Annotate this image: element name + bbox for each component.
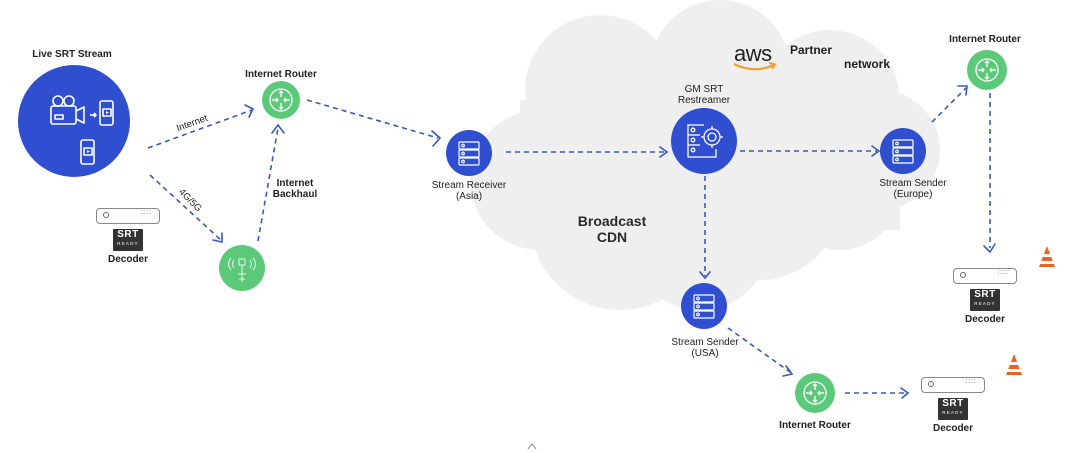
stream-receiver-label: Stream Receiver (Asia)	[432, 180, 506, 202]
aws-smile-icon	[733, 62, 777, 71]
label-line2: (Asia)	[455, 191, 483, 202]
srt-ready-badge: SRT READY	[938, 398, 968, 420]
router-usa-label: Internet Router	[779, 420, 851, 431]
arrowhead	[983, 243, 996, 254]
sender-usa-label: Stream Sender (USA)	[671, 337, 738, 359]
server-icon	[892, 139, 914, 164]
decoder-label: Decoder	[964, 314, 1005, 325]
decoder-label: Decoder	[107, 254, 148, 265]
sender-europe-node[interactable]	[880, 128, 926, 174]
restreamer-label: GM SRT Restreamer	[678, 84, 730, 106]
router-icon	[975, 58, 999, 82]
aws-partner-text: Partner	[790, 43, 833, 57]
edge-stream-to-router	[147, 109, 253, 149]
label-line2: (USA)	[691, 348, 719, 359]
edge-tower-to-router	[257, 127, 279, 242]
edge-stream-to-tower	[149, 174, 223, 242]
edge-router-to-receiver	[306, 99, 439, 139]
router-europe-label: Internet Router	[949, 34, 1021, 45]
decoder-usa[interactable]: :::: SRT READY Decoder	[918, 377, 988, 434]
cell-tower-icon	[228, 257, 256, 282]
aws-logo-text: aws	[734, 41, 772, 66]
edge-usa-to-router	[727, 327, 791, 373]
arrowhead	[212, 232, 223, 243]
decoder-device-icon: ::::	[96, 208, 160, 224]
decoder-left[interactable]: :::: SRT READY Decoder	[93, 208, 163, 265]
stream-receiver-node[interactable]	[446, 130, 492, 176]
decoder-device-icon: ::::	[921, 377, 985, 393]
backhaul-line2: Backhaul	[272, 189, 318, 200]
server-gear-icon	[687, 124, 723, 158]
scroll-up-caret-icon[interactable]	[527, 441, 537, 451]
decoder-europe[interactable]: :::: SRT READY Decoder	[950, 268, 1020, 325]
arrowhead	[699, 271, 711, 280]
backhaul-line1: Internet	[276, 178, 314, 189]
cell-tower-node[interactable]	[219, 245, 265, 291]
decoder-label: Decoder	[932, 423, 973, 434]
live-stream-node[interactable]	[18, 65, 130, 177]
cdn-title: Broadcast CDN	[578, 213, 646, 245]
arrowhead	[900, 387, 910, 399]
arrowhead	[244, 104, 255, 118]
srt-ready-badge: SRT READY	[970, 289, 1000, 311]
router-1-label: Internet Router	[245, 69, 317, 80]
arrowhead	[782, 365, 794, 377]
sender-usa-node[interactable]	[681, 283, 727, 329]
aws-network-text: network	[844, 57, 891, 71]
router-icon	[269, 88, 293, 112]
badge-srt: SRT	[942, 398, 964, 409]
badge-ready: READY	[974, 301, 996, 306]
router-icon	[803, 381, 827, 405]
label-line1: Stream Receiver	[431, 180, 507, 191]
edge-label-backhaul: Internet Backhaul	[273, 178, 317, 200]
arrowhead	[271, 123, 285, 134]
camera-to-phone-icon	[50, 95, 114, 165]
badge-srt: SRT	[974, 289, 996, 300]
label-line1: Stream Sender	[671, 337, 739, 348]
badge-ready: READY	[117, 241, 139, 246]
arrowhead	[431, 130, 442, 147]
vlc-cone-icon	[1039, 246, 1055, 267]
arrowhead	[659, 146, 669, 158]
label-line2: Restreamer	[677, 95, 731, 106]
decoder-device-icon: ::::	[953, 268, 1017, 284]
badge-srt: SRT	[117, 229, 139, 240]
label-line1: GM SRT	[684, 84, 724, 95]
server-icon	[693, 294, 715, 319]
cdn-title-line1: Broadcast	[577, 213, 647, 229]
cdn-title-line2: CDN	[596, 229, 628, 245]
server-icon	[458, 141, 480, 166]
vlc-cone-icon	[1006, 354, 1022, 375]
arrowhead	[957, 85, 968, 96]
router-1-node[interactable]	[262, 81, 300, 119]
live-stream-label: Live SRT Stream	[32, 49, 112, 60]
label-line1: Stream Sender	[879, 178, 947, 189]
sender-europe-label: Stream Sender (Europe)	[879, 178, 946, 200]
router-usa-node[interactable]	[795, 373, 835, 413]
srt-ready-badge: SRT READY	[113, 229, 143, 251]
label-line2: (Europe)	[893, 189, 933, 200]
arrowhead	[871, 145, 881, 157]
restreamer-node[interactable]	[671, 108, 737, 174]
edge-europe-to-router	[931, 87, 967, 123]
badge-ready: READY	[942, 410, 964, 415]
router-europe-node[interactable]	[967, 50, 1007, 90]
